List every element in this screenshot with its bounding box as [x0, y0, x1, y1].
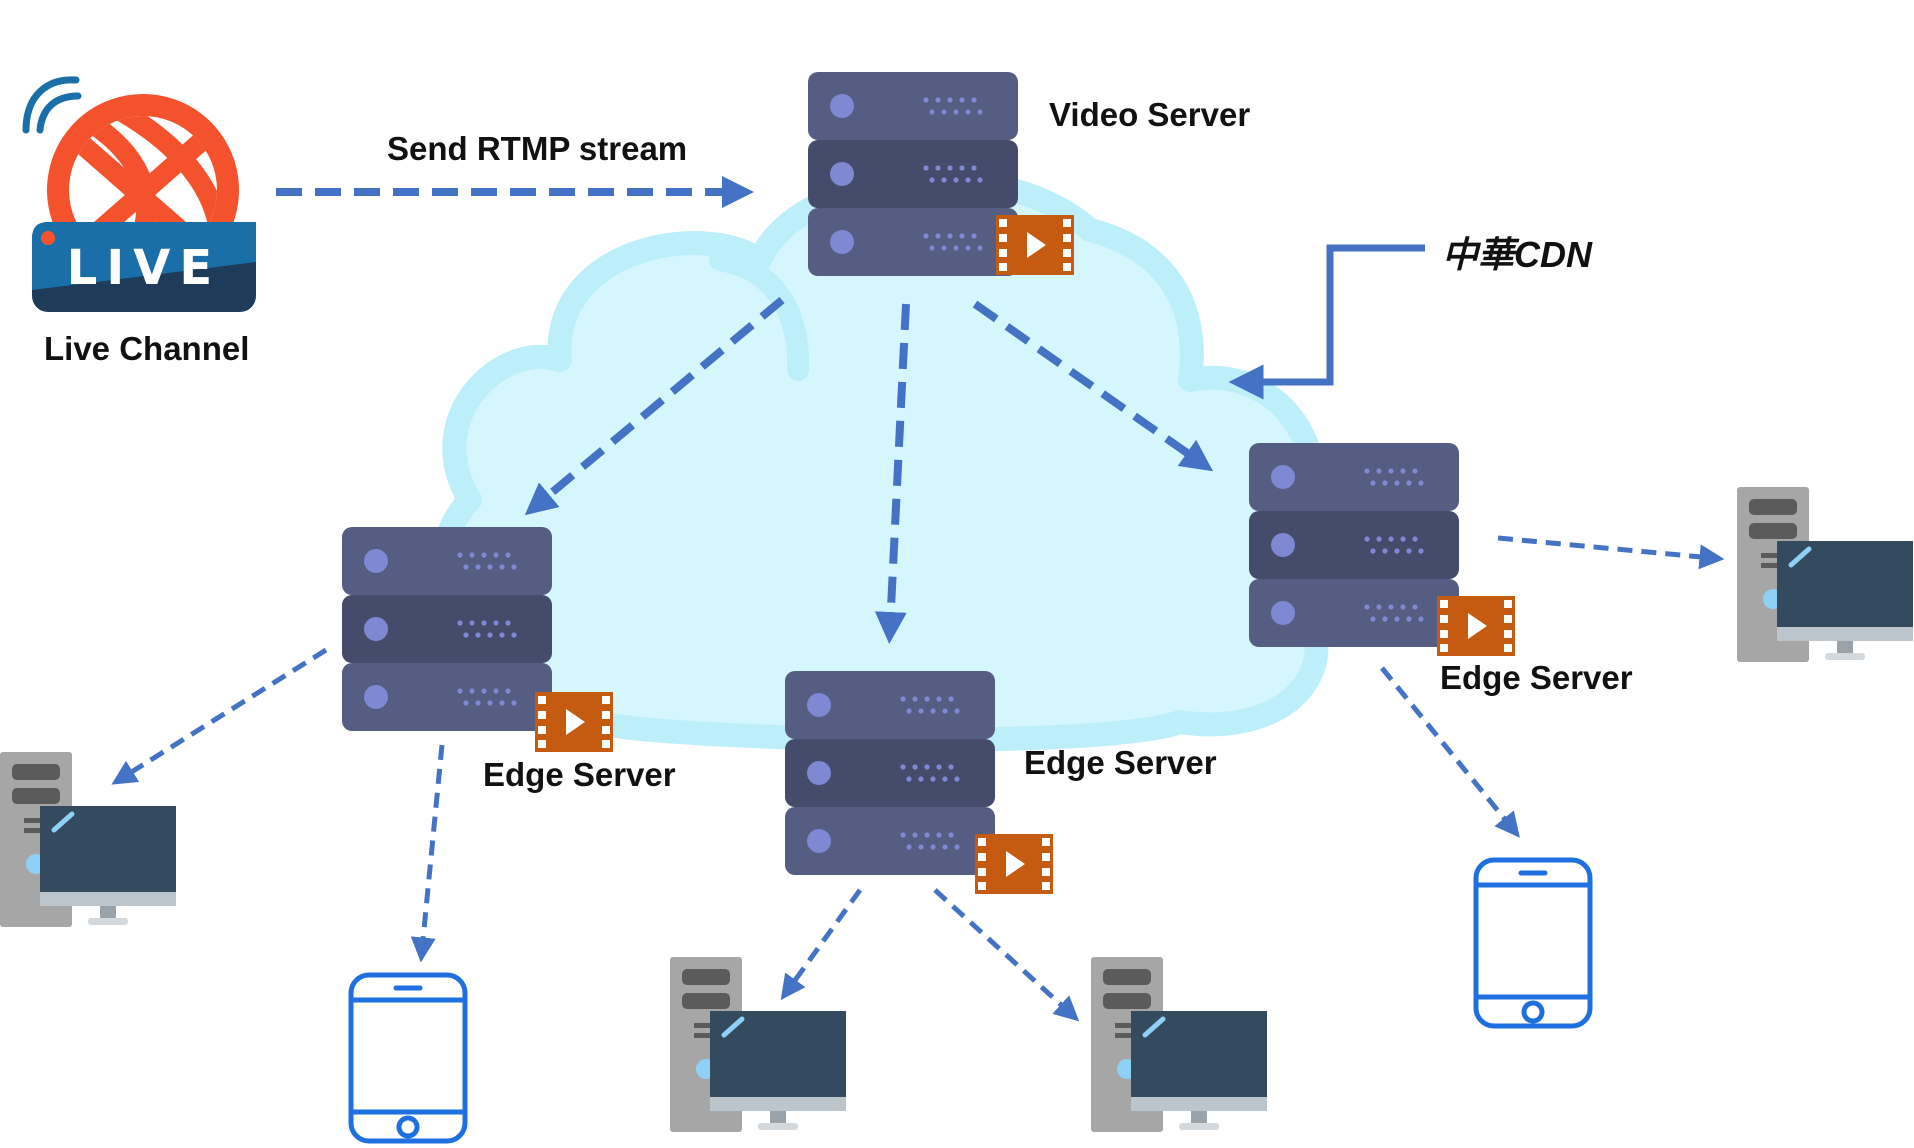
edge-server-middle-icon [785, 671, 995, 875]
arrow-left-to-phone [410, 744, 445, 963]
edge-left-video-icon [535, 692, 613, 752]
arrow-cdn-pointer [1228, 244, 1425, 400]
arrow-left-to-pc [111, 647, 328, 785]
video-server-label: Video Server [1049, 96, 1251, 133]
edge-server-right-icon [1249, 443, 1459, 647]
arrow-to-edge-right [972, 300, 1214, 472]
cloud-background [427, 167, 1329, 752]
edge-server-middle-label: Edge Server [1024, 744, 1217, 781]
edge-right-video-icon [1437, 596, 1515, 656]
edge-server-left-icon [342, 527, 552, 731]
client-pc-bottom-2-icon [1091, 957, 1267, 1132]
arrow-middle-to-pc-2 [933, 888, 1080, 1022]
send-rtmp-label: Send RTMP stream [387, 130, 688, 167]
arrow-to-edge-middle [874, 303, 910, 644]
client-phone-left-icon [351, 975, 465, 1141]
edge-middle-video-icon [975, 834, 1053, 894]
live-badge-text: LIVE [67, 240, 221, 296]
edge-server-right-label: Edge Server [1440, 659, 1633, 696]
live-channel-label: Live Channel [44, 330, 250, 367]
client-pc-bottom-1-icon [670, 957, 846, 1132]
video-server-icon [808, 72, 1018, 276]
edge-server-left-label: Edge Server [483, 756, 676, 793]
client-phone-right-icon [1476, 860, 1590, 1026]
video-server-video-icon [996, 215, 1074, 275]
arrow-right-to-pc [1497, 535, 1725, 570]
cdn-label: 中華CDN [1442, 234, 1592, 275]
client-pc-left-icon [0, 752, 176, 927]
arrow-right-to-phone [1380, 666, 1520, 838]
arrow-to-edge-left [524, 296, 785, 516]
client-pc-right-icon [1737, 487, 1913, 662]
arrow-middle-to-pc-1 [780, 888, 863, 1001]
live-broadcast-icon: LIVE [22, 76, 256, 312]
